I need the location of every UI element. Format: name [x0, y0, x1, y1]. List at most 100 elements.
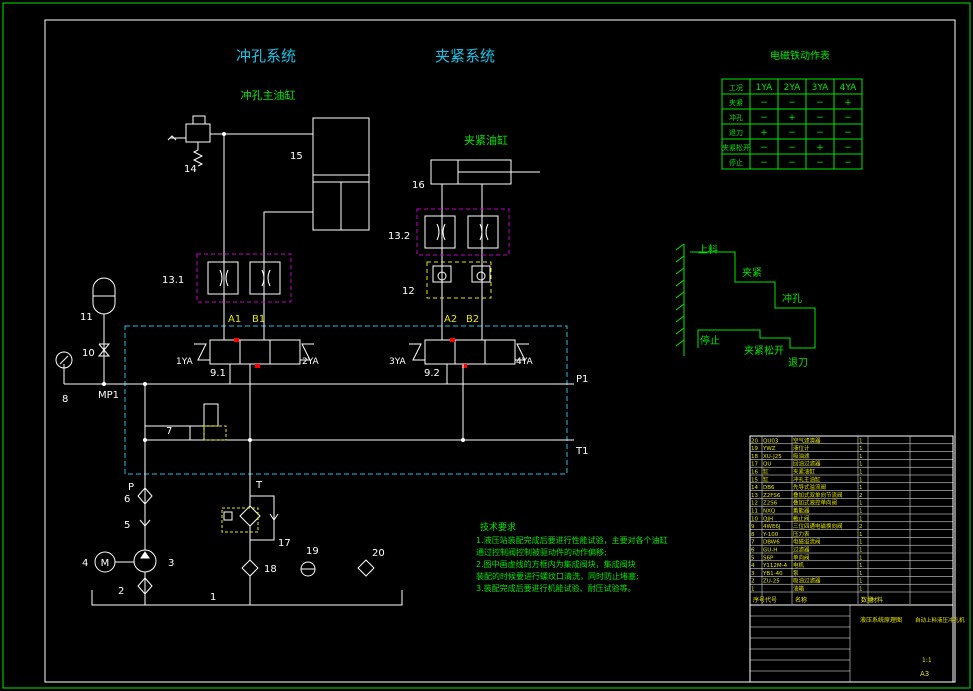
parts-cell: 1: [859, 470, 863, 476]
parts-cell: ZU-25: [763, 579, 780, 585]
punch-system-title: 冲孔系统: [236, 47, 296, 65]
parts-cell: 单向阀: [793, 553, 810, 561]
integrated-valve-block: [124, 325, 568, 475]
main-lines: [63, 330, 574, 470]
tech-requirement-line: 装配的时候要进行螺纹口清洗，同时防止堵塞;: [476, 571, 639, 581]
parts-cell: 吸油过滤器: [793, 577, 821, 585]
parts-cell: 先导式溢流阀: [793, 483, 826, 491]
label-6: 6: [124, 494, 130, 505]
parts-cell: DBW6: [763, 540, 780, 546]
solenoid-marker: [255, 364, 260, 368]
punch-cylinder-caption: 冲孔主油缸: [241, 88, 296, 102]
junction-dot: [248, 438, 252, 442]
label-3: 3: [168, 558, 174, 569]
clamp-system-title: 夹紧系统: [435, 47, 495, 65]
table-cell: −: [816, 128, 824, 138]
cycle-step-clamp: 夹紧: [742, 266, 762, 279]
label-1ya: 1YA: [176, 357, 194, 367]
junction-dot: [102, 382, 106, 386]
accumulator-11: [92, 277, 116, 330]
parts-cell: 1: [859, 587, 863, 593]
label-13-1: 13.1: [162, 275, 184, 286]
parts-cell: 2: [751, 579, 755, 585]
table-cell: −: [816, 113, 824, 123]
parts-cell: 20: [751, 438, 758, 444]
parts-cell: 截止阀: [793, 514, 810, 522]
table-cell: −: [760, 158, 768, 168]
label-2: 2: [118, 586, 124, 597]
parts-cell: 1: [859, 516, 863, 522]
filter-17-outline: [221, 507, 259, 533]
parts-header-cell: 序号: [753, 596, 765, 604]
parts-cell: 5: [751, 555, 755, 561]
solenoid-relief-valve-7: [145, 403, 219, 441]
parts-cell: 17: [751, 462, 758, 468]
table-cell: 冲孔: [729, 113, 743, 122]
label-5: 5: [124, 520, 130, 531]
label-4ya: 4YA: [516, 357, 534, 367]
label-13-2: 13.2: [388, 231, 410, 242]
parts-cell: Z2FS6: [763, 493, 781, 499]
parts-cell: NXQ: [763, 509, 776, 515]
tech-requirements-text: 1.液压站装配完成后要进行性能试验，主要对各个油缸通过控制阀控制被驱动件的动作偏…: [476, 535, 668, 593]
cycle-step-punch: 冲孔: [782, 292, 802, 305]
junction-dot: [222, 132, 226, 136]
title-block-frame: [749, 435, 954, 683]
parts-cell: 1: [859, 446, 863, 452]
label-14: 14: [184, 164, 197, 175]
table-cell: −: [760, 113, 768, 123]
inner-frame: [44, 19, 956, 683]
parts-cell: 空气滤清器: [793, 436, 821, 444]
parts-cell: DB6: [763, 485, 775, 491]
junction-dot: [461, 438, 465, 442]
parts-cell: YB1-40: [762, 571, 783, 577]
check-block-12: [426, 261, 492, 299]
parts-cell: 液位计: [793, 444, 810, 452]
parts-header-cell: 代号: [765, 596, 777, 604]
table-cell: −: [788, 98, 796, 108]
table-cell: −: [788, 158, 796, 168]
cycle-step-stop: 停止: [700, 334, 720, 347]
parts-cell: QU03: [763, 438, 779, 444]
cycle-step-feed: 上料: [698, 243, 718, 256]
port-b2: B2: [466, 314, 479, 325]
tech-requirement-line: 3.装配完成后要进行机能试验、耐压试验等。: [476, 583, 636, 593]
label-19: 19: [306, 546, 319, 557]
table-cell: 夹紧: [729, 98, 743, 107]
parts-cell: 缸: [763, 468, 769, 476]
table-cell: −: [844, 158, 852, 168]
parts-cell: 1: [859, 532, 863, 538]
gauge-needle: [59, 355, 69, 365]
table-cell: −: [760, 143, 768, 153]
table-cell: 夹紧松开: [722, 143, 750, 152]
table-cell: −: [844, 113, 852, 123]
parts-cell: 压力表: [793, 530, 810, 538]
parts-cell: 2: [859, 524, 863, 530]
valve-7-outline: [203, 425, 227, 441]
port-a1: A1: [228, 314, 241, 325]
table-cell: −: [788, 143, 796, 153]
parts-cell: 14: [751, 485, 758, 491]
parts-header-cell: 材料: [871, 596, 883, 604]
label-10: 10: [82, 348, 95, 359]
label-15: 15: [290, 151, 303, 162]
parts-cell: 三位四通电磁换向阀: [793, 522, 843, 530]
parts-cell: Y-100: [762, 532, 779, 538]
label-18: 18: [264, 564, 277, 575]
title-block-name: 液压系统原理图: [860, 616, 902, 624]
table-cell: −: [816, 98, 824, 108]
tech-requirement-line: 1.液压站装配完成后要进行性能试验，主要对各个油缸: [476, 535, 668, 545]
parts-cell: 1: [859, 548, 863, 554]
return-filter-17: [223, 470, 279, 560]
label-9-2: 9.2: [424, 368, 440, 379]
suction-filter-18: [241, 559, 259, 577]
table-cell: +: [844, 98, 852, 108]
parts-cell: Y112M-4: [762, 563, 788, 569]
clamp-cylinder: [430, 159, 540, 318]
parts-cell: 10: [751, 516, 758, 522]
label-7: 7: [166, 426, 172, 437]
cycle-step-retract: 退刀: [788, 357, 808, 369]
parts-cell: XU-J25: [763, 454, 782, 460]
